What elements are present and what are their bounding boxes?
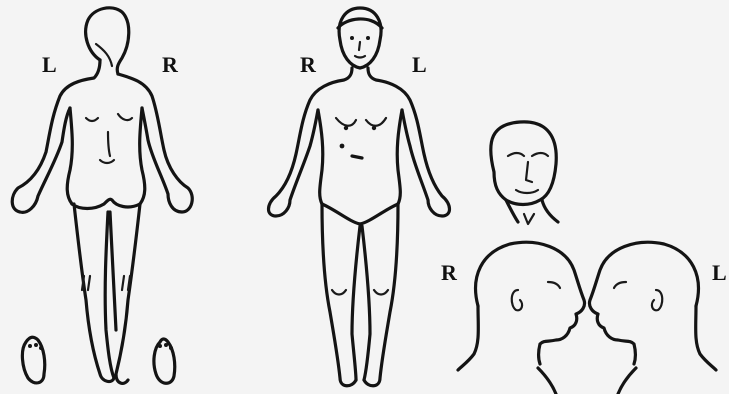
right-sole-outline <box>154 339 175 383</box>
front-view-right-label: R <box>300 54 316 76</box>
front-view-left-label: L <box>412 54 427 76</box>
right-profile-head-outline <box>458 242 585 394</box>
left-sole-outline <box>22 337 44 383</box>
profile-right-label: R <box>441 262 457 284</box>
left-profile-head-outline <box>589 242 716 394</box>
profile-left-label: L <box>712 262 727 284</box>
back-view-left-label: L <box>42 54 57 76</box>
frontal-head-outline <box>491 122 558 224</box>
back-view-right-label: R <box>162 54 178 76</box>
